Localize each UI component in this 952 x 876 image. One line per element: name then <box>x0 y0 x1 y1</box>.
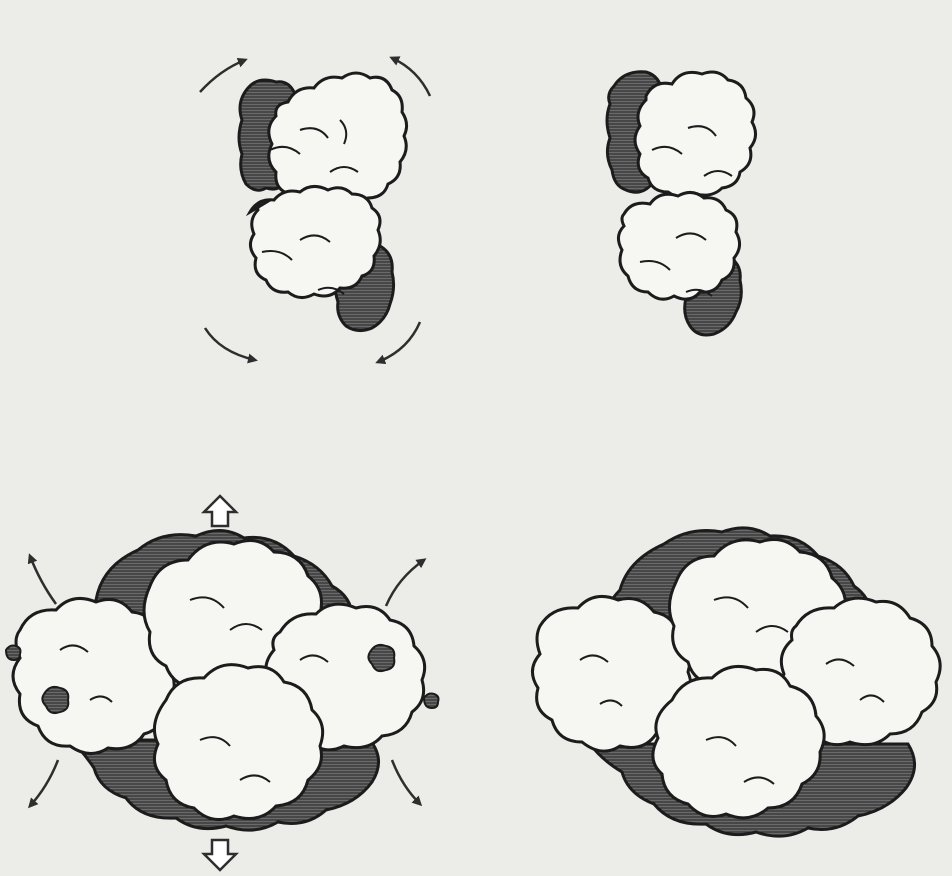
light-subunit <box>635 72 756 198</box>
light-subunit <box>154 665 322 820</box>
light-subunit <box>250 186 380 297</box>
hatched-patch-icon <box>424 694 439 709</box>
light-subunit <box>618 192 739 299</box>
hatched-patch-icon <box>6 646 21 661</box>
